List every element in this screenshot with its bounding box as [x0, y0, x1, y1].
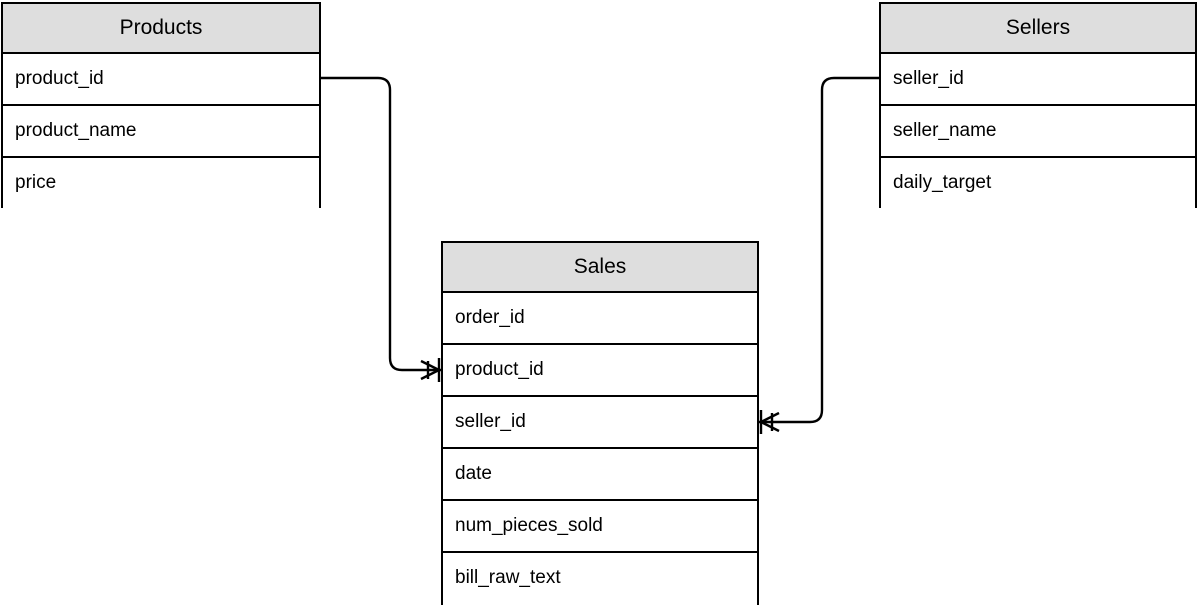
attribute-row[interactable]: seller_id — [881, 54, 1195, 106]
entity-table-sellers[interactable]: Sellers seller_id seller_name daily_targ… — [879, 2, 1197, 210]
attribute-row[interactable]: product_id — [3, 54, 319, 106]
attribute-row[interactable]: seller_id — [443, 397, 757, 449]
attribute-row[interactable]: num_pieces_sold — [443, 501, 757, 553]
attribute-list-products: product_id product_name price — [3, 54, 319, 210]
relationship-line-sellers-sales — [759, 76, 879, 424]
attribute-row[interactable]: product_name — [3, 106, 319, 158]
attribute-row[interactable]: order_id — [443, 293, 757, 345]
entity-title-products: Products — [3, 4, 319, 54]
entity-title-sellers: Sellers — [881, 4, 1195, 54]
attribute-row[interactable]: product_id — [443, 345, 757, 397]
attribute-row[interactable]: date — [443, 449, 757, 501]
attribute-list-sales: order_id product_id seller_id date num_p… — [443, 293, 757, 605]
attribute-row[interactable]: price — [3, 158, 319, 210]
crow-foot-marker-products-sales — [420, 358, 441, 382]
attribute-row[interactable]: daily_target — [881, 158, 1195, 210]
entity-table-products[interactable]: Products product_id product_name price — [1, 2, 321, 210]
attribute-row[interactable]: seller_name — [881, 106, 1195, 158]
relationship-line-products-sales — [321, 76, 441, 372]
entity-title-sales: Sales — [443, 243, 757, 293]
relationship-sellers-to-sales — [759, 76, 879, 434]
attribute-list-sellers: seller_id seller_name daily_target — [881, 54, 1195, 210]
crow-foot-marker-sellers-sales — [759, 410, 780, 434]
attribute-row[interactable]: bill_raw_text — [443, 553, 757, 605]
relationship-products-to-sales — [321, 76, 441, 382]
entity-table-sales[interactable]: Sales order_id product_id seller_id date… — [441, 241, 759, 605]
